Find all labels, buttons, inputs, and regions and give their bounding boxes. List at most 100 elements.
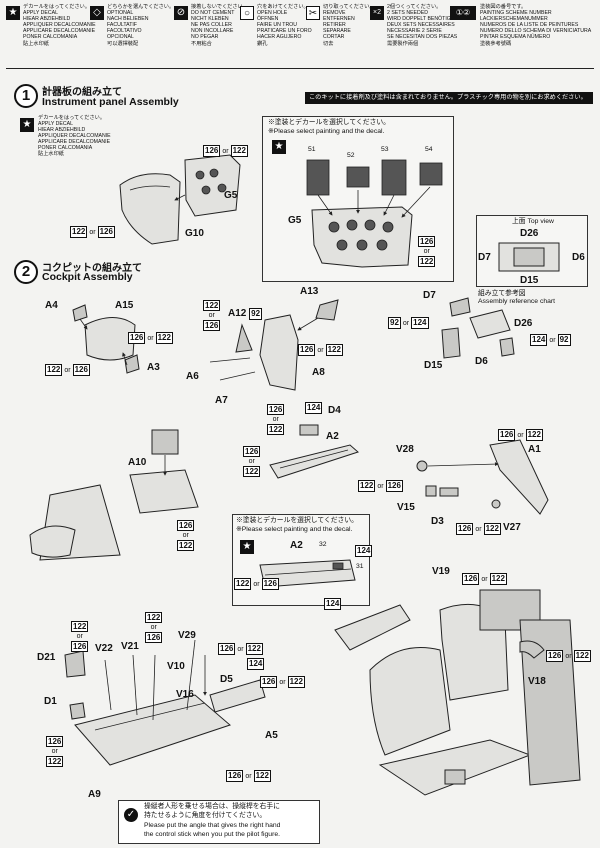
part-a8-bulkhead [259,314,299,391]
part-label-a2: A2 [326,431,339,442]
reference-chart-en: Assembly reference chart [478,298,556,305]
legend-do-not-cement: ⊘ 接着しないでください。 DO NOT CEMENT NICHT KLEBEN… [174,4,248,62]
pilot-note-jp-1: 操縦者人形を乗せる場合は、操縦桿を右手に [144,803,280,810]
decal-number-54: 54 [425,146,433,153]
part-label-a9: A9 [88,789,101,800]
pilot-note-en-2: the control stick when you put the pilot… [144,831,281,838]
optional-icon: ◇ [90,6,104,20]
open-hole-icon: ○ [240,6,254,20]
paint-code-124: 124 [247,658,265,670]
step-2-title-jp: コクピットの組み立て [42,263,142,274]
reference-chart-jp: 組み立て参考図 [478,290,526,297]
part-label-v18: V18 [528,676,546,687]
part-label-d1: D1 [44,696,57,707]
decal-number-51: 51 [308,146,316,153]
part-label-v10: V10 [167,661,185,672]
part-label-d6: D6 [475,356,488,367]
decal-number-53: 53 [381,146,389,153]
part-label-a15: A15 [115,300,134,311]
part-label-a10: A10 [128,457,147,468]
star-icon: ★ [272,140,286,154]
tv-label-d15: D15 [520,275,539,286]
step-1-decal-note: デカールをはってください。APPLY DECAL HIEAR ABZIEHBIL… [38,115,111,157]
part-a10-plate [129,469,199,514]
part-label-a12: A12 92 [228,308,263,320]
part-label-d21: D21 [37,652,56,663]
select-note-jp: ※塗装とデカールを選択してください。 [268,119,390,126]
scheme-number-icon: ①② [450,6,476,20]
part-label-v16: V16 [176,689,194,700]
legend-two-sets: ×2 2個つくってください。 2 SETS NEEDED WIRD DOPPEL… [370,4,457,62]
select-note-en: ※Please select painting and the decal. [268,128,385,135]
check-icon: ✓ [124,808,138,822]
cut-icon: ✂ [306,6,320,20]
floor-a2-drawing [269,424,359,479]
side-console-drawing [441,297,515,359]
select-note-jp: ※塗装とデカールを選択してください。 [236,517,358,524]
legend-open-hole: ○ 穴をあけてください。 OPEN HOLE ÖFFNEN FAIRE UN T… [240,4,312,62]
part-a9-floor [74,694,231,766]
paint-code-124: 124 [355,545,373,557]
part-label-a3: A3 [147,362,160,373]
part-label-v19: V19 [432,566,450,577]
legend-optional: ◇ どちらかを選んでください。 OPTIONAL NACH BELIEBEN F… [90,4,174,62]
notice-banner: このキットに接着剤及び塗料は含まれておりません。プラスチック専用の物を別にお求め… [305,92,593,104]
part-label-a7: A7 [215,395,228,406]
select-note-en: ※Please select painting and the decal. [236,526,353,533]
part-g5-panel [184,154,241,217]
times-two-icon: ×2 [370,6,384,20]
top-view-label: 上面 Top view [512,218,554,225]
instrument-panel-drawing [119,154,241,245]
part-label-g5-box: G5 [288,215,302,226]
part-label-v29: V29 [178,630,196,641]
part-label-d4: D4 [328,405,341,416]
part-label-v22: V22 [95,643,113,654]
bulkhead-drawing [209,299,339,391]
part-label-a4: A4 [45,300,58,311]
step-1-title-en: Instrument panel Assembly [42,96,179,108]
part-label-a8: A8 [312,367,325,378]
step-2-title-en: Cockpit Assembly [42,271,133,283]
legend-apply-decal: ★ デカールをはってください。 APPLY DECAL HIEAR ABZIEH… [6,4,96,62]
star-icon: ★ [20,118,34,132]
tv-label-d26: D26 [520,228,539,239]
paint-code-124: 124 [305,402,323,414]
part-label-a2-box: A2 [290,540,303,551]
part-g10-bulkhead [119,173,181,245]
star-icon: ★ [6,6,20,20]
instrument-panel-decal-drawing [306,159,443,268]
part-a15-seat [84,317,136,361]
legend-remove: ✂ 切り取ってください。 REMOVE ENTFERNEN RETIRER SE… [306,4,374,62]
part-a2-floor [269,444,359,479]
header-divider [6,68,594,69]
pilot-note-en-1: Please put the angle that gives the righ… [144,822,281,829]
step-2-number: 2 [14,260,38,284]
no-cement-icon: ⊘ [174,6,188,20]
part-label-v27: V27 [503,522,521,533]
step-1-number: 1 [14,84,38,108]
top-view-drawing [498,242,560,272]
pilot-note-box [118,800,320,844]
tv-label-d7: D7 [478,252,491,263]
part-label-g5: G5 [224,190,238,201]
part-label-a13: A13 [300,286,319,297]
seat-drawing [72,304,140,374]
decal-number-52: 52 [347,152,355,159]
